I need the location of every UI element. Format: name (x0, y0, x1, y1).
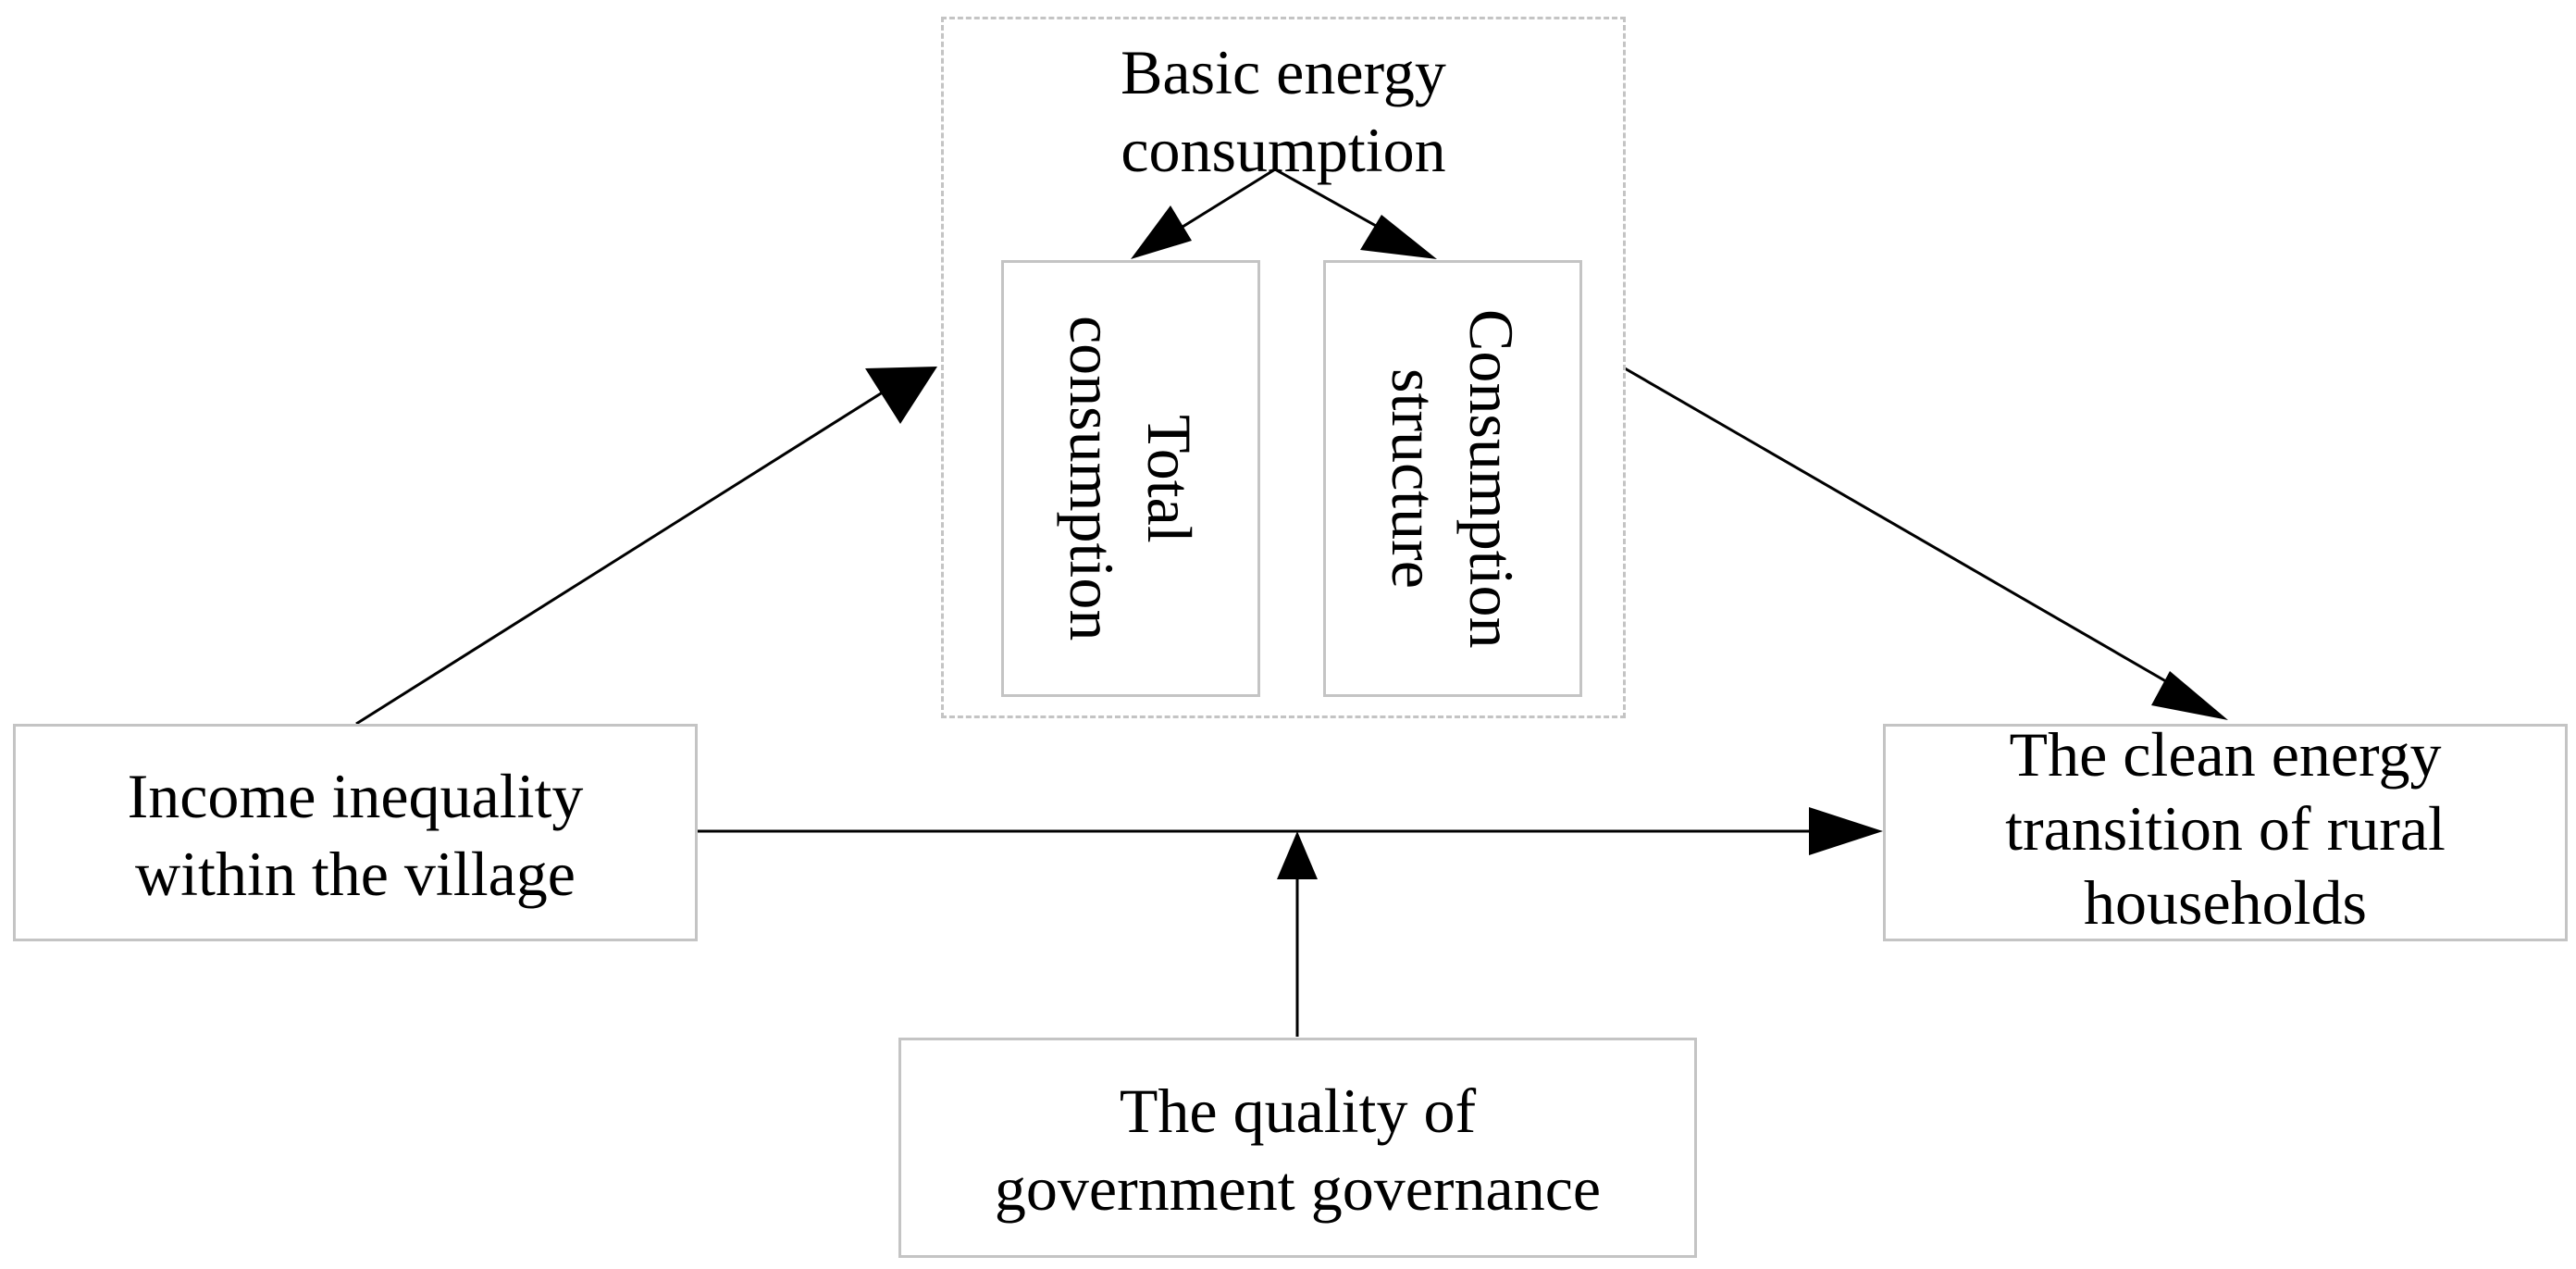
arrow-energy-to-clean-transition (1624, 367, 2228, 720)
arrow-basic-to-structure (1274, 168, 1437, 259)
total-consumption-label: Total consumption (1057, 316, 1205, 641)
basic-energy-consumption-label: Basic energy consumption (1121, 37, 1446, 185)
arrow-governance-moderation (1277, 831, 1318, 1037)
basic-energy-consumption-group (941, 17, 1626, 718)
government-governance-label: The quality of government governance (994, 1076, 1602, 1224)
government-governance-box (898, 1038, 1697, 1258)
income-inequality-label: Income inequality within the village (127, 761, 584, 909)
arrow-income-to-clean-transition (696, 807, 1883, 855)
clean-energy-transition-box (1883, 724, 2568, 941)
arrow-income-to-energy (355, 367, 937, 726)
consumption-structure-label: Consumption structure (1379, 308, 1527, 649)
arrow-basic-to-total (1131, 168, 1276, 259)
consumption-structure-box (1323, 260, 1582, 697)
income-inequality-box (13, 724, 698, 941)
clean-energy-transition-label: The clean energy transition of rural hou… (2005, 719, 2446, 938)
total-consumption-box (1001, 260, 1260, 697)
